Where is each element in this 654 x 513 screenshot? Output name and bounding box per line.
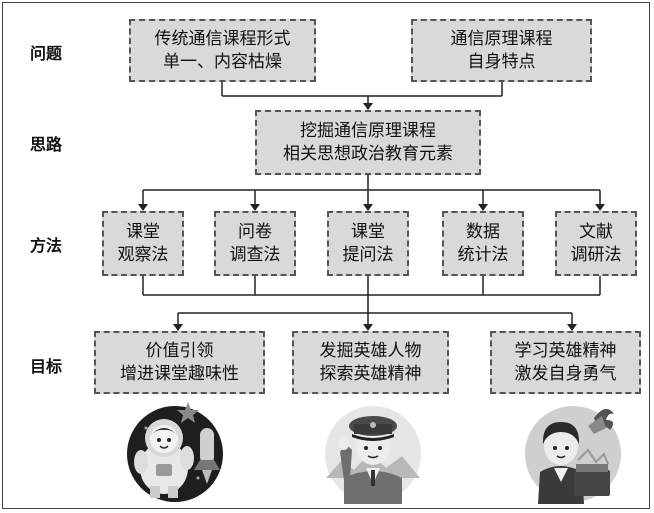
method-line2: 观察法 xyxy=(117,244,169,265)
method-box-statistics: 数据 统计法 xyxy=(442,211,524,276)
method-line1: 文献 xyxy=(579,221,613,242)
problem-line1: 传统通信课程形式 xyxy=(154,28,291,49)
goal-box-learn-heroes: 学习英雄精神 激发自身勇气 xyxy=(490,331,641,394)
row-label-goal: 目标 xyxy=(30,357,63,376)
row-label-method: 方法 xyxy=(30,236,63,255)
problem-line2: 单一、内容枯燥 xyxy=(163,51,282,72)
goal-line2: 激发自身勇气 xyxy=(514,363,617,384)
goal-line2: 增进课堂趣味性 xyxy=(120,363,239,384)
goal-box-value-guidance: 价值引领 增进课堂趣味性 xyxy=(94,331,265,394)
method-box-literature: 文献 调研法 xyxy=(555,211,637,276)
astronaut-child-illustration xyxy=(127,402,223,502)
method-line1: 课堂 xyxy=(126,221,160,242)
problem-line1: 通信原理课程 xyxy=(450,28,553,49)
goal-line1: 价值引领 xyxy=(145,340,214,361)
problem-box-course-features: 通信原理课程 自身特点 xyxy=(411,19,592,82)
method-line1: 数据 xyxy=(466,221,500,242)
goal-line2: 探索英雄精神 xyxy=(319,363,422,384)
method-box-observation: 课堂 观察法 xyxy=(102,211,184,276)
idea-line1: 挖掘通信原理课程 xyxy=(300,120,436,141)
idea-line2: 相关思想政治教育元素 xyxy=(283,143,453,164)
method-line2: 提问法 xyxy=(342,244,394,265)
method-line1: 问卷 xyxy=(238,221,272,242)
method-line2: 调查法 xyxy=(229,244,281,265)
goal-line1: 发掘英雄人物 xyxy=(319,340,422,361)
goal-line1: 学习英雄精神 xyxy=(514,340,617,361)
problem-box-traditional-course: 传统通信课程形式 单一、内容枯燥 xyxy=(129,19,316,82)
method-line1: 课堂 xyxy=(351,221,385,242)
idea-box: 挖掘通信原理课程 相关思想政治教育元素 xyxy=(255,110,481,175)
method-box-questionnaire: 问卷 调查法 xyxy=(214,211,296,276)
row-label-idea: 思路 xyxy=(30,135,63,154)
soldier-child-illustration xyxy=(325,406,421,504)
method-box-questioning: 课堂 提问法 xyxy=(327,211,409,276)
goal-box-discover-heroes: 发掘英雄人物 探索英雄精神 xyxy=(292,331,449,394)
method-line2: 调研法 xyxy=(570,244,622,265)
student-child-illustration xyxy=(525,406,621,504)
method-line2: 统计法 xyxy=(457,244,509,265)
row-label-problem: 问题 xyxy=(30,44,63,63)
problem-line2: 自身特点 xyxy=(467,51,536,72)
